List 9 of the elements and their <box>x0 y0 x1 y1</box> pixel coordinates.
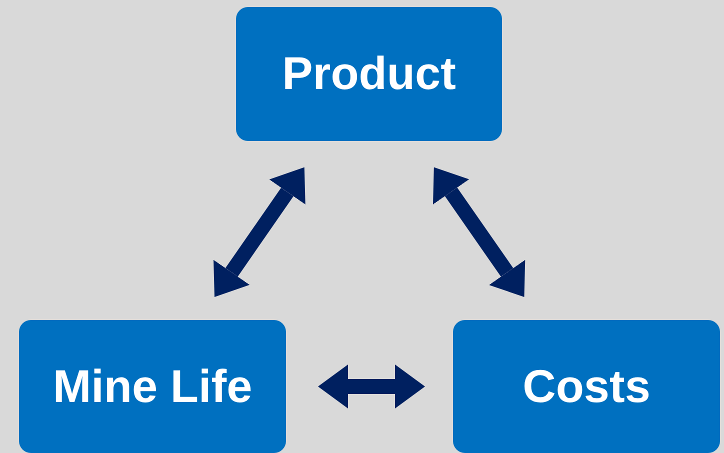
box-label: Product <box>282 46 456 102</box>
box-label: Mine Life <box>52 358 252 414</box>
double-arrow <box>433 167 526 298</box>
process-box <box>453 320 720 453</box>
process-box <box>236 7 502 141</box>
box-label: Costs <box>522 358 650 414</box>
double-arrow <box>214 167 306 297</box>
process-box <box>19 320 286 453</box>
double-arrow <box>318 364 425 408</box>
